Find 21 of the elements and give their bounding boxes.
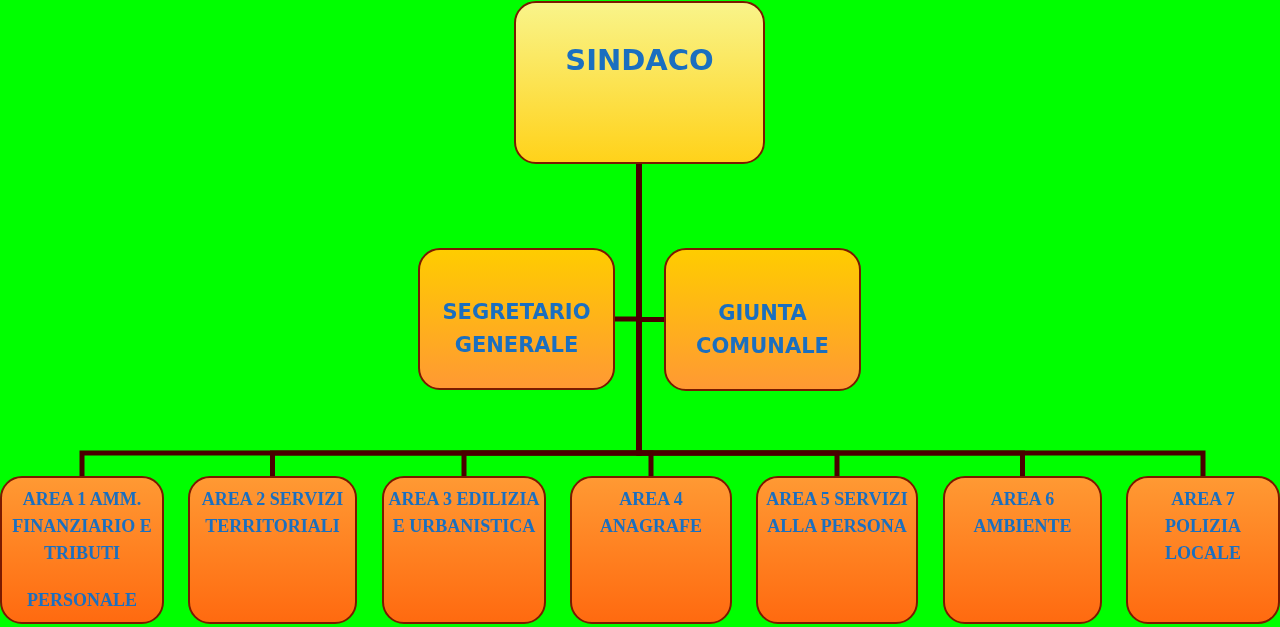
area-box <box>0 476 164 624</box>
box-label: AREA 4 ANAGRAFE <box>599 488 703 538</box>
box-label: AREA 7 POLIZIA LOCALE <box>1164 488 1242 565</box>
title-box <box>514 1 765 164</box>
office-box <box>418 248 615 390</box>
box-label: AREA 1 AMM. FINANZIARIO E TRIBUTI <box>11 488 153 565</box>
box-label: PERSONALE <box>27 589 137 612</box>
area-box <box>188 476 357 624</box>
box-label: SINDACO <box>565 43 714 77</box>
box-label: AREA 5 SERVIZI ALLA PERSONA <box>765 488 909 538</box>
box-label: AREA 6 AMBIENTE <box>972 488 1073 538</box>
area-box <box>382 476 546 624</box>
area-box <box>943 476 1102 624</box>
office-box <box>664 248 861 391</box>
box-label: GIUNTA COMUNALE <box>695 299 830 360</box>
box-label: SEGRETARIO GENERALE <box>441 299 592 359</box>
area-box <box>570 476 732 624</box>
area-box <box>756 476 918 624</box>
area-box <box>1126 476 1280 624</box>
box-label: AREA 2 SERVIZI TERRITORIALI <box>200 488 345 538</box>
box-label: AREA 3 EDILIZIA E URBANISTICA <box>388 488 540 538</box>
